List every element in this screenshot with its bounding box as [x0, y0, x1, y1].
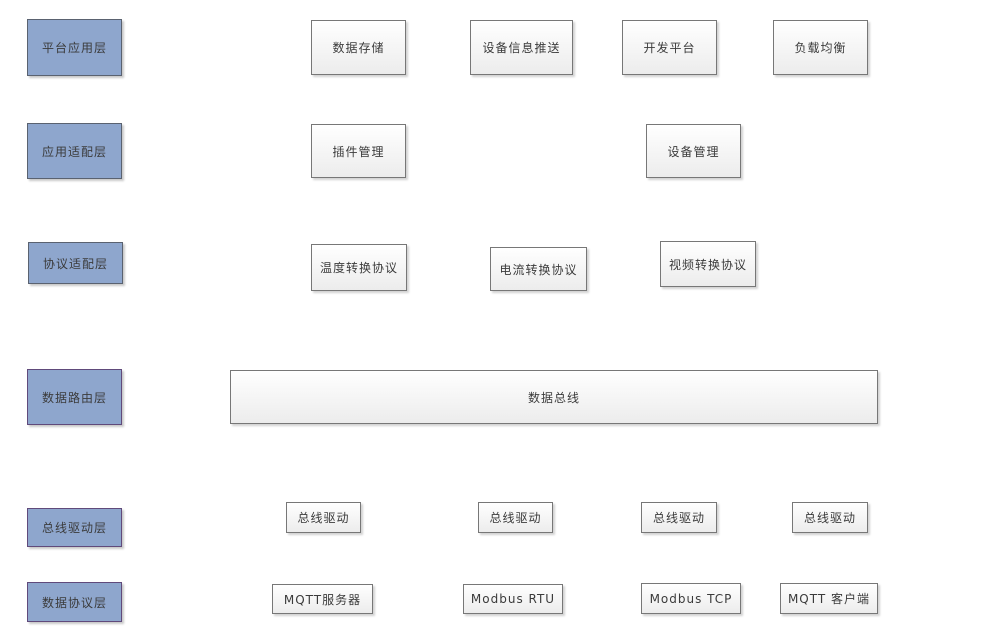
node-device-info-push: 设备信息推送: [470, 20, 573, 75]
layer-label-data-routing: 数据路由层: [27, 369, 122, 425]
node-bus-driver-4: 总线驱动: [792, 502, 868, 533]
layer-label-protocol-adapter: 协议适配层: [28, 242, 123, 284]
layer-label-data-protocol: 数据协议层: [27, 582, 122, 622]
node-current-protocol: 电流转换协议: [490, 247, 587, 291]
node-dev-platform: 开发平台: [622, 20, 717, 75]
node-mqtt-server: MQTT服务器: [272, 584, 373, 614]
node-device-management: 设备管理: [646, 124, 741, 178]
node-bus-driver-2: 总线驱动: [478, 502, 553, 533]
node-data-bus: 数据总线: [230, 370, 878, 424]
layer-label-platform-application: 平台应用层: [27, 19, 122, 76]
node-plugin-management: 插件管理: [311, 124, 406, 178]
node-temperature-protocol: 温度转换协议: [311, 244, 407, 291]
node-modbus-tcp: Modbus TCP: [641, 583, 741, 614]
node-mqtt-client: MQTT 客户端: [780, 583, 878, 614]
node-modbus-rtu: Modbus RTU: [463, 584, 563, 614]
node-load-balancing: 负载均衡: [773, 20, 868, 75]
layer-label-bus-driver: 总线驱动层: [27, 508, 122, 547]
node-data-storage: 数据存储: [311, 20, 406, 75]
node-bus-driver-1: 总线驱动: [286, 502, 361, 533]
node-bus-driver-3: 总线驱动: [641, 502, 717, 533]
layer-label-application-adapter: 应用适配层: [27, 123, 122, 179]
node-video-protocol: 视频转换协议: [660, 241, 756, 287]
